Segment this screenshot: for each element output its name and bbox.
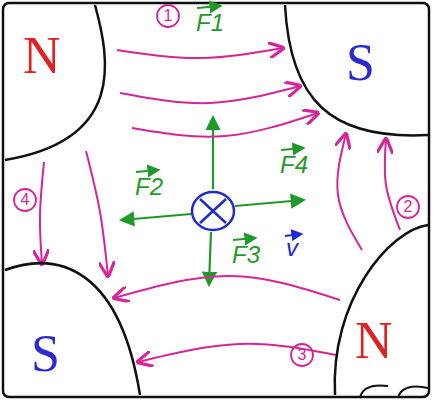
field-line xyxy=(120,86,300,103)
magnet-pole: N xyxy=(325,220,428,395)
callout-number: 3 xyxy=(292,344,312,366)
callout-circles xyxy=(14,5,419,366)
force-label: F3 xyxy=(232,243,260,267)
frame-scribble xyxy=(360,386,428,399)
field-line xyxy=(114,276,340,300)
pole-letter: N xyxy=(23,30,61,82)
pole-outline xyxy=(5,5,130,165)
force-label: F2 xyxy=(135,175,163,199)
callout-number: 4 xyxy=(15,189,35,211)
current-into-page xyxy=(192,192,234,230)
magnet-pole: N xyxy=(5,5,130,165)
pole-outline xyxy=(325,220,428,395)
field-line xyxy=(337,134,362,250)
pole-letter: S xyxy=(31,328,60,380)
magnet-pole: S xyxy=(280,5,428,140)
pole-outline xyxy=(5,250,145,395)
force-label: F1 xyxy=(196,11,224,35)
callout-number: 1 xyxy=(158,5,178,27)
velocity-label: v xyxy=(286,236,298,260)
field-line xyxy=(86,151,108,276)
frame xyxy=(3,3,429,397)
force-label: F4 xyxy=(280,153,308,177)
field-line xyxy=(385,139,400,230)
field-line xyxy=(117,48,283,58)
field-line xyxy=(132,113,318,137)
pole-letter: N xyxy=(355,315,393,367)
magnet-pole: S xyxy=(5,250,145,395)
force-arrows xyxy=(122,6,303,284)
field-line xyxy=(40,162,44,264)
pole-letter: S xyxy=(346,37,375,89)
callout-number: 2 xyxy=(398,196,418,218)
